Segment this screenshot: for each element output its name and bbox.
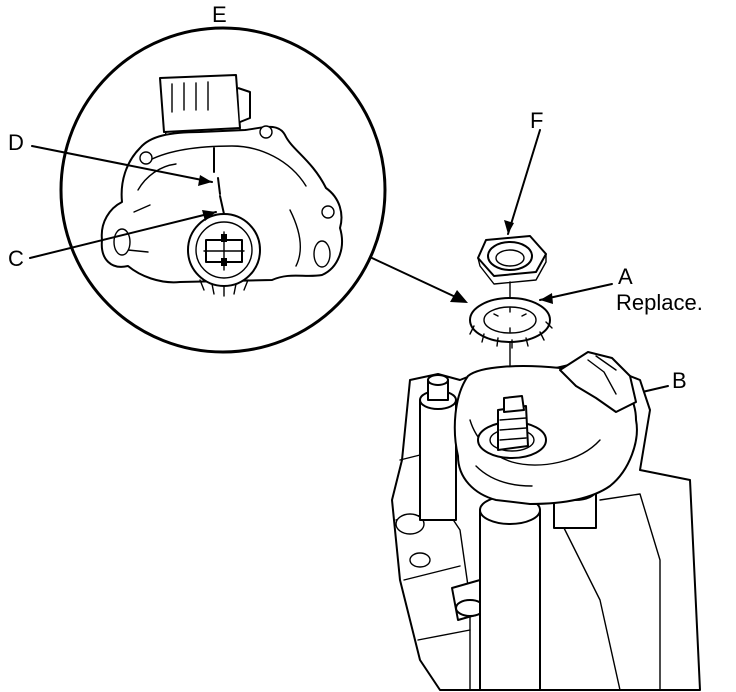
lock-washer-a [469,297,553,349]
callout-d: D [8,130,24,155]
alignment-mark-c [219,195,225,215]
callout-e: E [212,2,227,27]
callout-a-note: Replace. [616,290,703,315]
nut-f [477,235,547,285]
alignment-mark-d [213,147,221,195]
callout-b: B [672,368,687,393]
detail-view-e [59,26,387,354]
callout-c: C [8,246,24,271]
transmission-assembly [391,351,701,691]
callout-f: F [530,108,544,133]
callout-a: A [618,264,633,289]
